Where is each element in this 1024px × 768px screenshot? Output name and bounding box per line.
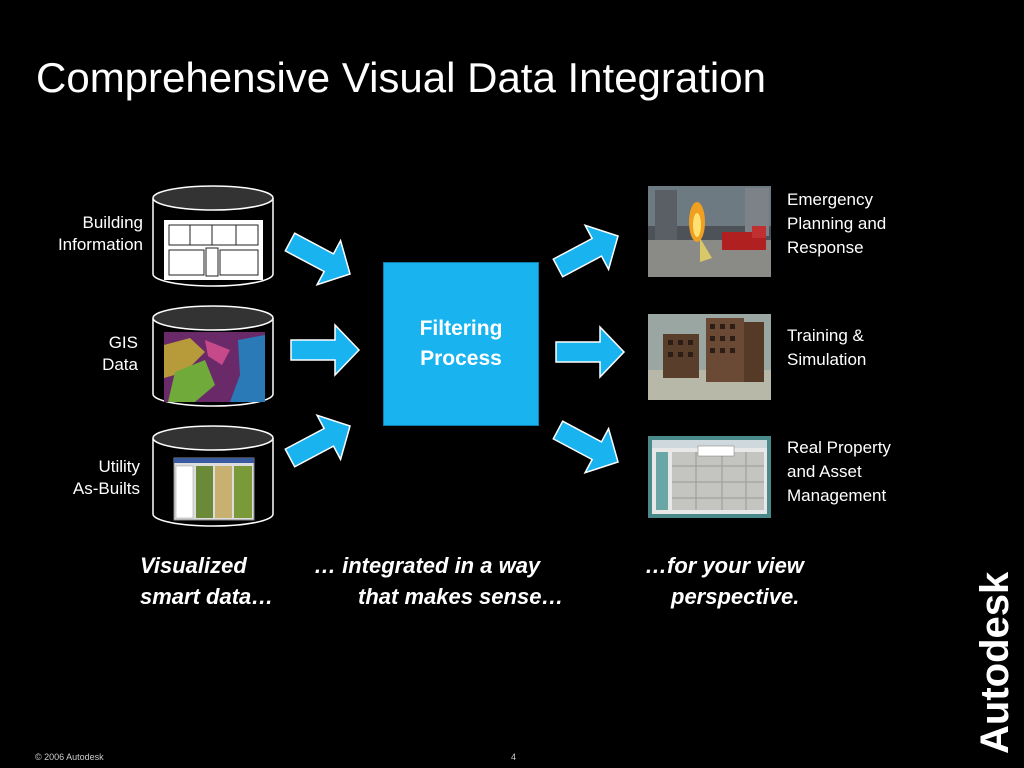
- logo-text: Autodesk: [973, 571, 1017, 754]
- caption-line: smart data…: [140, 584, 274, 609]
- source-label-line: Building: [82, 213, 144, 232]
- output-label-line: Management: [787, 486, 887, 505]
- caption-perspective: …for your view perspective.: [645, 550, 804, 612]
- output-label-line: Emergency: [787, 190, 873, 209]
- output-label-emergency: Emergency Planning and Response: [787, 188, 987, 260]
- gis-map-image: [164, 332, 265, 402]
- database-cylinder-gis: [152, 305, 274, 407]
- source-label-line: Utility: [98, 457, 140, 476]
- output-label-training: Training & Simulation: [787, 324, 987, 372]
- caption-line: that makes sense…: [358, 584, 564, 609]
- caption-line: perspective.: [671, 584, 800, 609]
- training-simulation-image: [648, 314, 771, 400]
- caption-visualized: Visualized smart data…: [140, 550, 273, 612]
- output-label-line: Response: [787, 238, 864, 257]
- caption-line: … integrated in a way: [314, 553, 541, 578]
- source-label-utility: Utility As-Builts: [10, 456, 140, 500]
- output-label-line: Training &: [787, 326, 864, 345]
- source-label-line: As-Builts: [72, 479, 140, 498]
- caption-line: …for your view: [645, 553, 804, 578]
- autodesk-logo: Autodesk: [973, 571, 1017, 754]
- output-label-line: Simulation: [787, 350, 867, 369]
- source-label-line: Information: [57, 235, 143, 254]
- output-label-line: Planning and: [787, 214, 887, 233]
- filter-label-line: Filtering: [419, 317, 503, 340]
- source-label-line: GIS: [108, 333, 138, 352]
- source-label-line: Data: [102, 355, 138, 374]
- output-label-line: Real Property: [787, 438, 891, 457]
- slide-title: Comprehensive Visual Data Integration: [36, 54, 766, 101]
- footer-copyright: © 2006 Autodesk: [35, 752, 104, 762]
- emergency-scene-image: [648, 186, 771, 277]
- database-cylinder-utility: [152, 425, 274, 527]
- asset-management-image: [648, 436, 771, 518]
- filter-label-line: Process: [420, 347, 502, 370]
- output-label-real-property: Real Property and Asset Management: [787, 436, 987, 508]
- utility-software-image: [173, 457, 255, 521]
- database-cylinder-building: [152, 185, 274, 287]
- page-number: 4: [511, 752, 517, 762]
- caption-integrated: … integrated in a way that makes sense…: [314, 550, 563, 612]
- source-label-gis: GIS Data: [8, 332, 138, 376]
- caption-line: Visualized: [140, 553, 247, 578]
- source-label-building: Building Information: [13, 212, 143, 256]
- output-label-line: and Asset: [787, 462, 862, 481]
- floor-plan-image: [164, 220, 263, 280]
- filtering-process-box: Filtering Process: [383, 262, 539, 426]
